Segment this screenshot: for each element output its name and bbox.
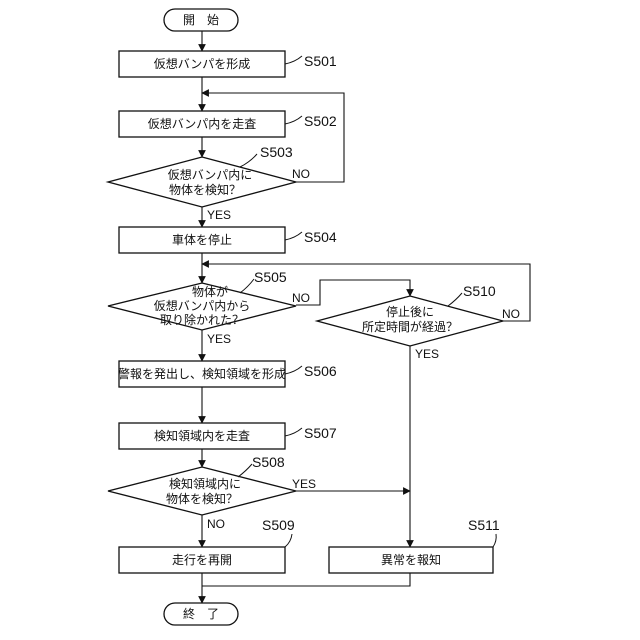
s507-leader <box>285 428 302 436</box>
s505-no-label: NO <box>292 291 310 305</box>
end-label: 終 了 <box>183 606 219 621</box>
decision-s505: 物体が 仮想バンパ内から 取り除かれた？ <box>108 283 296 330</box>
step-s504: 車体を停止 <box>119 227 285 253</box>
s508-step-label: S508 <box>252 454 285 470</box>
s508-no-label: NO <box>207 517 225 531</box>
s510-step-label: S510 <box>463 283 496 299</box>
start-label: 開 始 <box>183 13 219 27</box>
decision-s508: 検知領域内に 物体を検知？ <box>108 467 296 515</box>
decision-s510: 停止後に 所定時間が経過？ <box>317 296 503 346</box>
step-s511: 異常を報知 <box>329 547 493 573</box>
step-s509: 走行を再開 <box>119 547 285 573</box>
s510-yes-label: YES <box>415 347 439 361</box>
s509-leader <box>285 534 292 547</box>
s509-step-label: S509 <box>262 517 295 533</box>
s508-text-line2: 物体を検知？ <box>166 492 238 506</box>
s501-leader <box>285 56 302 64</box>
s505-text-line3: 取り除かれた？ <box>160 312 244 327</box>
s505-text-line2: 仮想バンパ内から <box>154 298 251 313</box>
s503-yes-label: YES <box>207 208 231 222</box>
step-s507: 検知領域内を走査 <box>119 423 285 449</box>
s508-leader <box>238 464 252 477</box>
s503-no-label: NO <box>292 167 310 181</box>
s502-leader <box>285 116 302 124</box>
s510-text-line2: 所定時間が経過？ <box>362 319 458 334</box>
s504-leader <box>285 232 302 240</box>
s503-step-label: S503 <box>260 144 293 160</box>
s503-text-line1: 仮想バンパ内に <box>168 167 253 182</box>
s505-yes-label: YES <box>207 332 231 346</box>
step-s506: 警報を発出し、検知領域を形成 <box>118 361 286 387</box>
s504-step-label: S504 <box>304 229 337 245</box>
s510-text-line1: 停止後に <box>386 304 434 319</box>
s505-leader <box>240 279 254 293</box>
s510-leader <box>448 293 462 306</box>
s510-no-label: NO <box>502 307 520 321</box>
s511-leader <box>493 534 496 547</box>
s505-step-label: S505 <box>254 269 287 285</box>
s503-text-line2: 物体を検知？ <box>169 183 241 197</box>
s509-text: 走行を再開 <box>172 553 232 567</box>
s503-leader <box>240 154 257 167</box>
s511-step-label: S511 <box>468 517 500 533</box>
s506-leader <box>285 366 302 374</box>
s506-text: 警報を発出し、検知領域を形成 <box>118 366 286 381</box>
s504-text: 車体を停止 <box>172 232 232 247</box>
decision-s503: 仮想バンパ内に 物体を検知？ <box>108 157 296 207</box>
s502-text: 仮想バンパ内を走査 <box>148 116 257 131</box>
s501-step-label: S501 <box>304 53 337 69</box>
s505-text-line1: 物体が <box>192 284 228 299</box>
step-s501: 仮想バンパを形成 <box>119 51 285 77</box>
edge-s511-end <box>202 573 410 586</box>
end-terminal: 終 了 <box>164 603 238 625</box>
s507-step-label: S507 <box>304 425 337 441</box>
s506-step-label: S506 <box>304 363 337 379</box>
s501-text: 仮想バンパを形成 <box>154 56 251 71</box>
branch-labels: NO YES NO YES NO YES YES NO <box>207 167 520 531</box>
s507-text: 検知領域内を走査 <box>154 428 250 443</box>
s511-text: 異常を報知 <box>381 553 441 567</box>
s508-yes-label: YES <box>292 477 316 491</box>
step-s502: 仮想バンパ内を走査 <box>119 111 285 137</box>
s508-text-line1: 検知領域内に <box>169 476 241 491</box>
s502-step-label: S502 <box>304 113 337 129</box>
start-terminal: 開 始 <box>164 9 238 31</box>
